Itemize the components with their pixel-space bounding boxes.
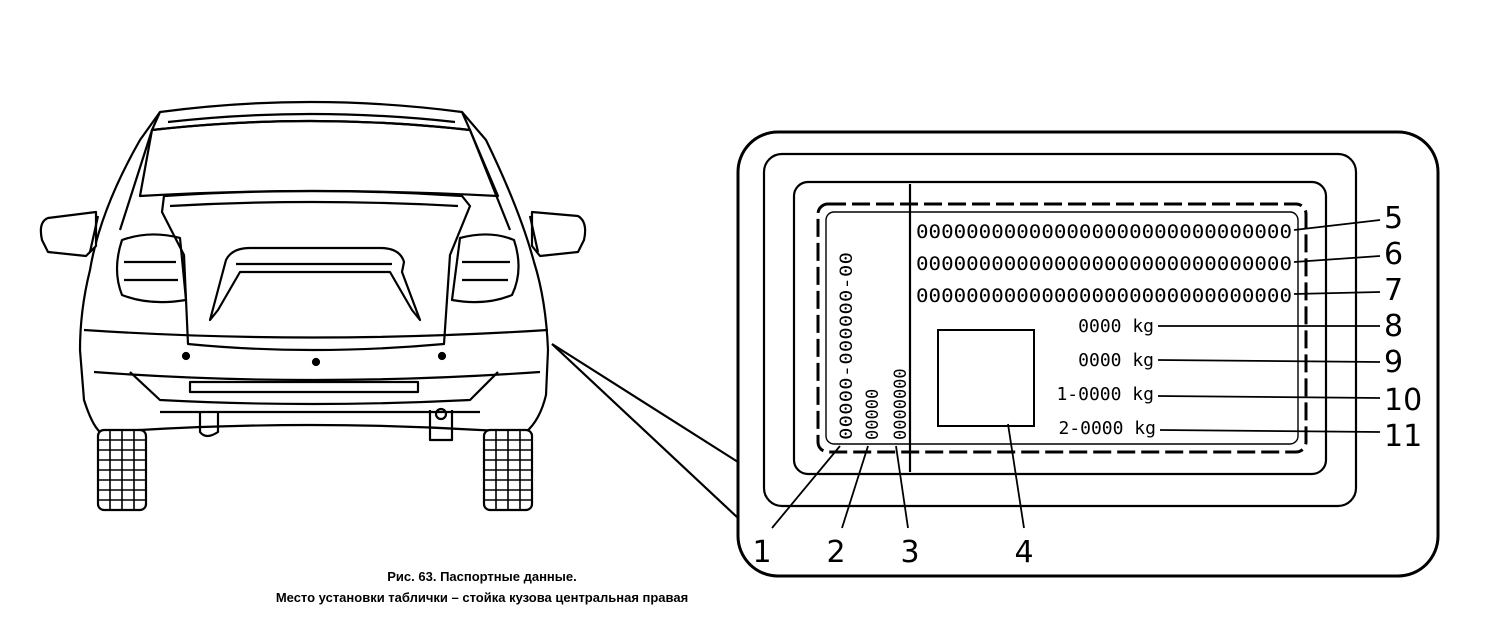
callout-8: 8 xyxy=(1384,309,1403,344)
vertical-code-2: 00000 xyxy=(863,389,883,440)
weight-line-11: 2-0000 kg xyxy=(1058,418,1156,439)
vertical-code-1: 00000-000000-00 xyxy=(837,252,857,440)
callout-3: 3 xyxy=(900,535,919,570)
callout-4: 4 xyxy=(1014,535,1033,570)
plate-line-7: 000000000000000000000000000000 xyxy=(916,285,1292,307)
callout-2: 2 xyxy=(826,535,845,570)
stamp-box xyxy=(937,329,1035,427)
callout-5: 5 xyxy=(1384,201,1403,236)
callout-9: 9 xyxy=(1384,345,1403,380)
callout-10: 10 xyxy=(1384,383,1422,418)
leader-lines xyxy=(771,219,1381,529)
plate-line-5: 000000000000000000000000000000 xyxy=(916,221,1292,243)
callout-7: 7 xyxy=(1384,273,1403,308)
plate-frame xyxy=(736,130,1440,578)
car-rear-view xyxy=(39,100,587,512)
callout-6: 6 xyxy=(1384,237,1403,272)
weight-line-9: 0000 kg xyxy=(1078,350,1154,371)
plate-line-6: 000000000000000000000000000000 xyxy=(916,253,1292,275)
vertical-code-3: 0000000 xyxy=(891,368,911,440)
callout-numbers: 1 2 3 4 5 6 7 8 9 10 11 xyxy=(752,201,1422,570)
figure-caption-subtitle: Место установки таблички – стойка кузова… xyxy=(275,590,689,605)
figure-caption-title: Рис. 63. Паспортные данные. xyxy=(387,569,577,584)
callout-11: 11 xyxy=(1384,419,1422,454)
weight-line-8: 0000 kg xyxy=(1078,316,1154,337)
pointer-lines xyxy=(551,343,739,519)
callout-1: 1 xyxy=(752,535,771,570)
weight-line-10: 1-0000 kg xyxy=(1056,384,1154,405)
